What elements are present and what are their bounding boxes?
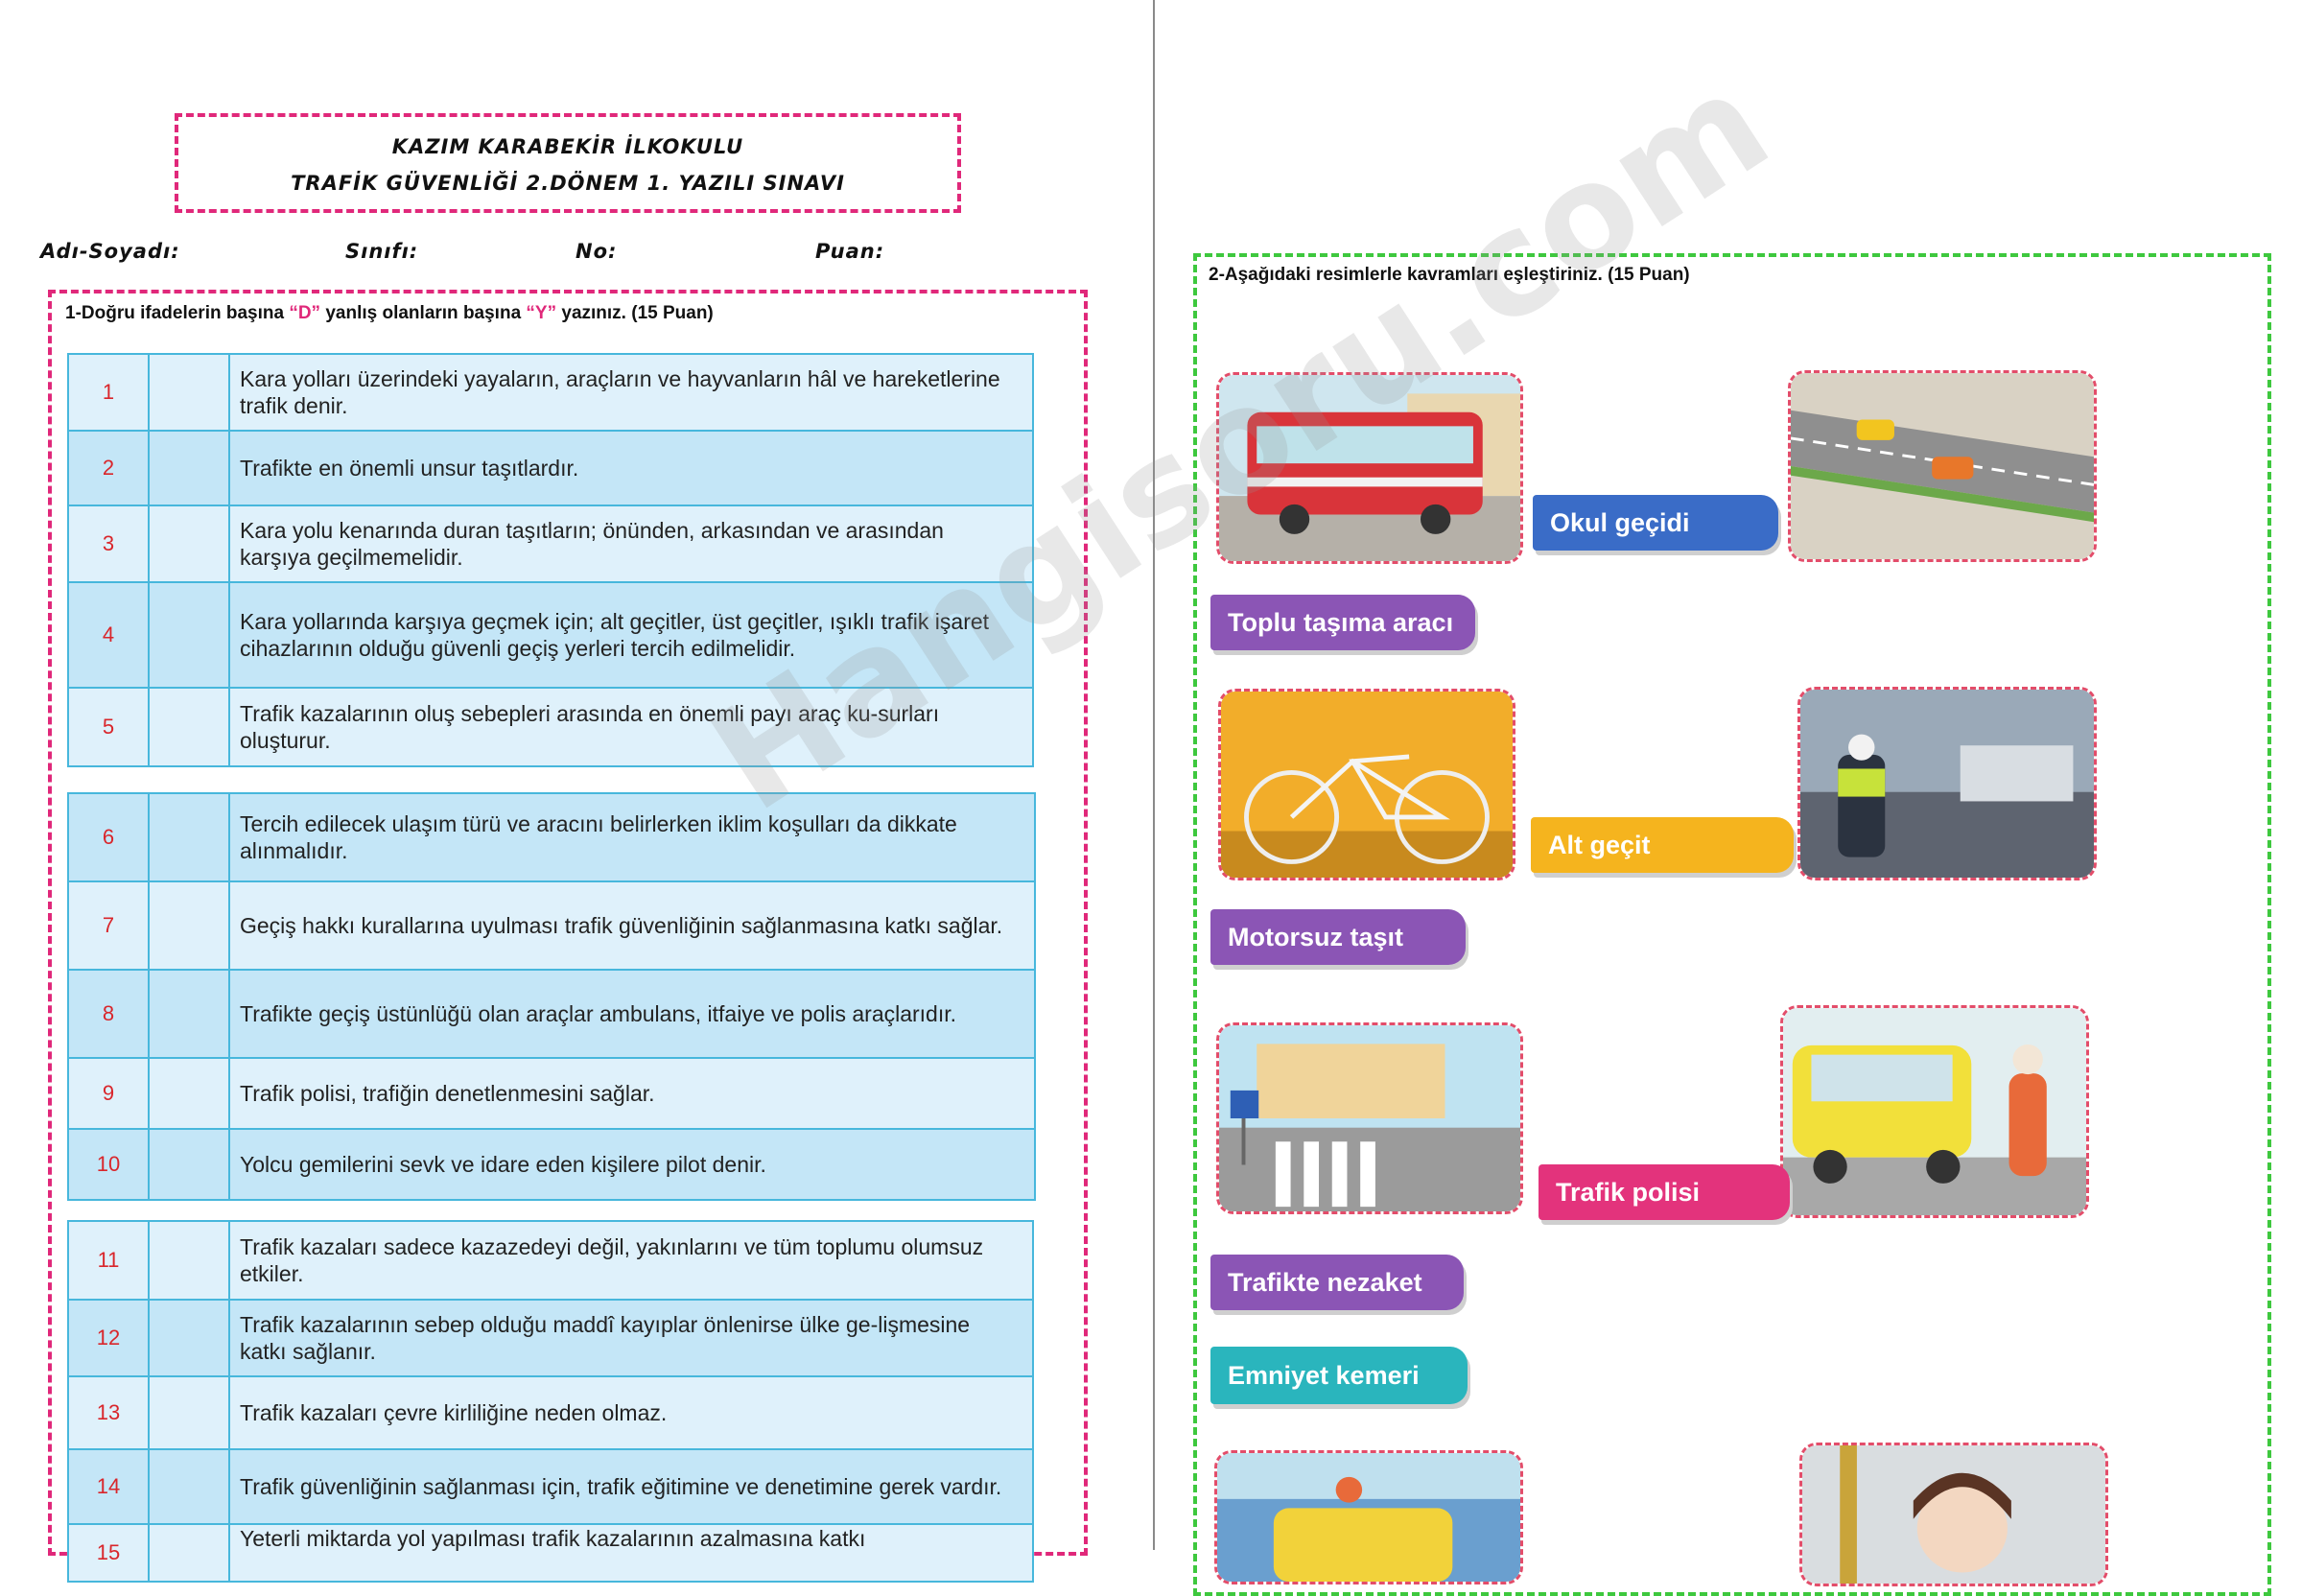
exam-title: TRAFİK GÜVENLİĞİ 2.DÖNEM 1. YAZILI SINAV…: [291, 172, 845, 195]
answer-cell[interactable]: [148, 353, 230, 432]
number-field-label: No:: [576, 240, 618, 263]
question1-title: 1-Doğru ifadelerin başına “D” yanlış ola…: [65, 303, 714, 323]
traffic-police-picture: [1797, 687, 2097, 880]
answer-cell[interactable]: [148, 1523, 230, 1583]
answer-cell[interactable]: [148, 969, 230, 1059]
answer-cell[interactable]: [148, 1057, 230, 1130]
bicycle-picture: [1218, 689, 1515, 880]
name-field-label: Adı-Soyadı:: [40, 240, 180, 263]
label-toplu-tasima: Toplu taşıma aracı: [1210, 595, 1475, 650]
score-field-label: Puan:: [815, 240, 885, 263]
label-emniyet-kemeri: Emniyet kemeri: [1210, 1347, 1468, 1404]
answer-cell[interactable]: [148, 430, 230, 506]
label-nezaket: Trafikte nezaket: [1210, 1255, 1464, 1310]
question2-title: 2-Aşağıdaki resimlerle kavramları eşleşt…: [1209, 265, 1690, 285]
answer-cell[interactable]: [148, 1375, 230, 1450]
answer-cell[interactable]: [148, 1220, 230, 1301]
label-alt-gecit: Alt geçit: [1531, 817, 1794, 873]
exam-header: KAZIM KARABEKİR İLKOKULU TRAFİK GÜVENLİĞ…: [175, 113, 961, 213]
underpass-road-picture: [1788, 370, 2097, 562]
page-divider: [1153, 0, 1155, 1550]
bus-picture: [1216, 372, 1523, 564]
courtesy-picture: [1780, 1005, 2089, 1218]
school-crossing-picture: [1216, 1022, 1523, 1214]
answer-cell[interactable]: [148, 687, 230, 767]
answer-cell[interactable]: [148, 880, 230, 971]
answer-cell[interactable]: [148, 792, 230, 882]
answer-cell[interactable]: [148, 1128, 230, 1201]
seat-belt-picture: [1799, 1443, 2108, 1586]
accident-picture: [1214, 1450, 1523, 1584]
label-trafik-polisi: Trafik polisi: [1539, 1164, 1790, 1220]
school-name: KAZIM KARABEKİR İLKOKULU: [391, 135, 744, 158]
answer-cell[interactable]: [148, 505, 230, 583]
answer-cell[interactable]: [148, 581, 230, 689]
label-motorsuz: Motorsuz taşıt: [1210, 909, 1466, 965]
table-row: 9 Trafik polisi, trafiğin denetlenmesini…: [67, 1057, 1036, 1130]
answer-cell[interactable]: [148, 1448, 230, 1525]
label-okul-gecidi: Okul geçidi: [1533, 495, 1778, 551]
class-field-label: Sınıfı:: [345, 240, 419, 263]
answer-cell[interactable]: [148, 1299, 230, 1377]
